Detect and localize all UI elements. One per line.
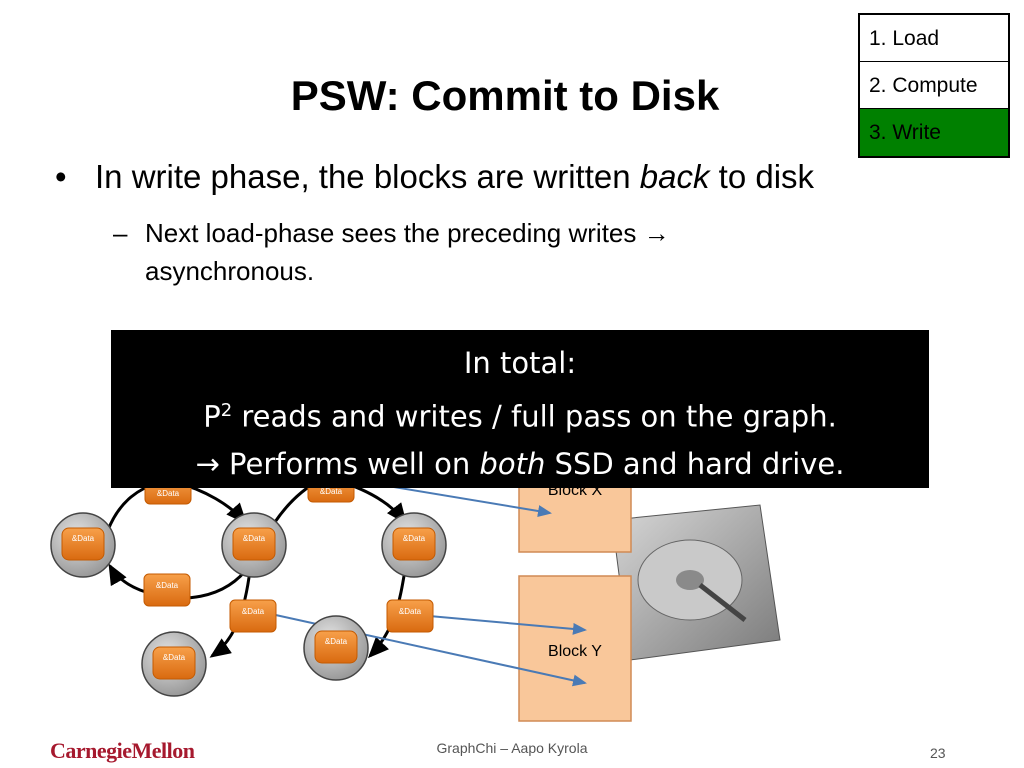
slide-title: PSW: Commit to Disk — [290, 72, 720, 119]
bullet-suffix: to disk — [709, 158, 815, 195]
summary-callout: In total: P2 reads and writes / full pas… — [111, 330, 929, 488]
phase-write-active: 3. Write — [860, 109, 1008, 156]
svg-text:&Data: &Data — [72, 534, 95, 543]
svg-text:&Data: &Data — [157, 489, 180, 498]
write-arrow — [417, 614, 587, 635]
vertex-node: &Data — [381, 512, 447, 578]
svg-text:&Data: &Data — [399, 607, 422, 616]
svg-text:&Data: &Data — [403, 534, 426, 543]
phase-load: 1. Load — [860, 15, 1008, 62]
svg-text:&Data: &Data — [242, 607, 265, 616]
block-y — [518, 575, 632, 722]
vertex-node: &Data — [50, 512, 116, 578]
vertex-node: &Data — [303, 615, 369, 681]
bullet-prefix: In write phase, the blocks are written — [95, 158, 640, 195]
callout-line3: → Performs well on both SSD and hard dri… — [195, 446, 845, 481]
bullet-emphasis: back — [639, 158, 710, 195]
vertex-node: &Data — [221, 512, 287, 578]
hard-drive-icon — [611, 504, 781, 661]
edge-data-box: &Data — [229, 599, 277, 633]
sub-bullet-line2: asynchronous. — [145, 256, 315, 286]
block-y-label: Block Y — [548, 643, 602, 660]
callout-line1: In total: — [463, 346, 577, 380]
cmu-logo: CarnegieMellon — [50, 738, 195, 763]
sub-bullet: –Next load-phase sees the preceding writ… — [113, 214, 813, 290]
edge-data-box: &Data — [386, 599, 434, 633]
svg-text:&Data: &Data — [163, 653, 186, 662]
bullet-dot-icon: • — [55, 158, 67, 195]
sub-bullet-line1: Next load-phase sees the preceding write… — [145, 218, 670, 248]
phase-compute: 2. Compute — [860, 62, 1008, 109]
page-number: 23 — [930, 745, 946, 761]
callout-line2: P2 reads and writes / full pass on the g… — [203, 399, 837, 434]
footer-credit: GraphChi – Aapo Kyrola — [436, 740, 588, 756]
vertex-node: &Data — [141, 631, 207, 697]
svg-text:&Data: &Data — [320, 487, 343, 496]
dash-icon: – — [113, 218, 128, 248]
phase-table: 1. Load 2. Compute 3. Write — [858, 13, 1010, 158]
svg-text:&Data: &Data — [156, 581, 179, 590]
svg-text:&Data: &Data — [325, 637, 348, 646]
edge-data-box: &Data — [143, 573, 191, 607]
bullet-write-phase: •In write phase, the blocks are written … — [55, 158, 814, 196]
svg-text:&Data: &Data — [243, 534, 266, 543]
